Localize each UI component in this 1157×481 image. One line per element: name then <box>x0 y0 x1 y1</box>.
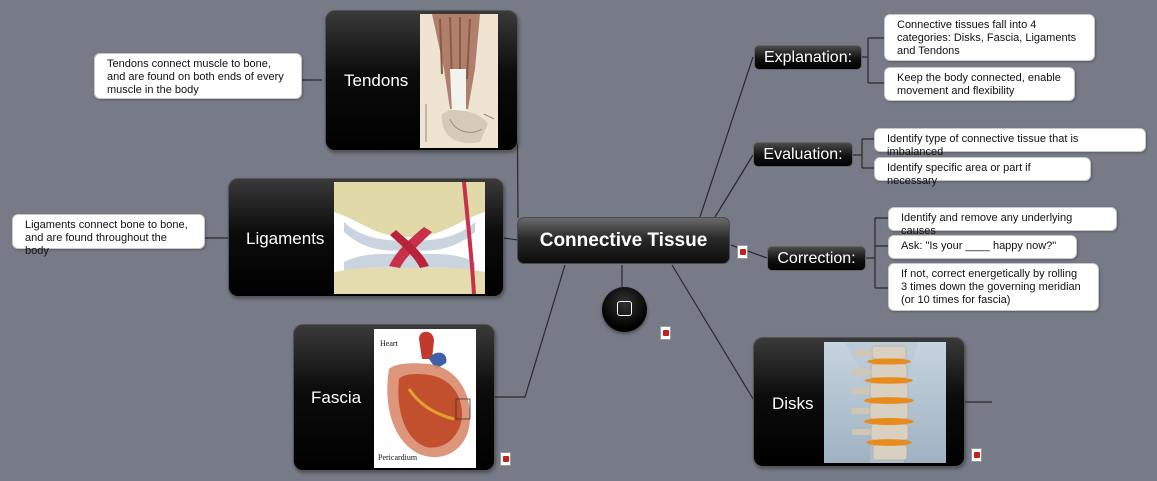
ligaments-note[interactable]: Ligaments connect bone to bone, and are … <box>12 214 205 257</box>
explanation-label: Explanation: <box>763 48 853 66</box>
connector-disks <box>671 264 756 403</box>
connector-ligaments <box>503 237 519 241</box>
correction-topic[interactable]: Correction: <box>767 246 866 271</box>
pdf-icon[interactable] <box>500 452 511 466</box>
heart-caption: Heart <box>380 339 398 348</box>
tendons-node[interactable]: Tendons <box>325 10 518 151</box>
tendons-note[interactable]: Tendons connect muscle to bone, and are … <box>94 53 302 99</box>
ligaments-label: Ligaments <box>246 229 325 248</box>
correction-note-2[interactable]: Ask: "Is your ____ happy now?" <box>888 235 1077 259</box>
central-topic[interactable]: Connective Tissue <box>517 217 730 264</box>
connector-fascia <box>495 264 566 398</box>
evaluation-note-1-text: Identify type of connective tissue that … <box>887 133 1079 158</box>
explanation-note-1-text: Connective tissues fall into 4 categorie… <box>897 19 1077 57</box>
explanation-note-2[interactable]: Keep the body connected, enable movement… <box>884 67 1075 101</box>
correction-note-3[interactable]: If not, correct energetically by rolling… <box>888 263 1099 311</box>
spine-disks-image <box>824 342 946 463</box>
correction-note-2-text: Ask: "Is your ____ happy now?" <box>901 240 1057 252</box>
disks-node[interactable]: Disks <box>753 337 965 467</box>
pdf-icon[interactable] <box>737 245 748 259</box>
explanation-note-2-text: Keep the body connected, enable movement… <box>897 72 1061 97</box>
tendons-label: Tendons <box>344 71 409 90</box>
fascia-label: Fascia <box>311 388 362 407</box>
evaluation-topic[interactable]: Evaluation: <box>753 142 853 167</box>
evaluation-note-1[interactable]: Identify type of connective tissue that … <box>874 128 1146 158</box>
correction-note-3-text: If not, correct energetically by rolling… <box>901 268 1081 306</box>
connector-explanation <box>699 56 754 218</box>
fascia-node[interactable]: Fascia Heart Pericardium <box>293 324 495 471</box>
tendon-anatomy-image <box>420 14 498 148</box>
pdf-icon[interactable] <box>971 448 982 462</box>
pericardium-caption: Pericardium <box>378 453 418 462</box>
correction-note-1-text: Identify and remove any underlying cause… <box>901 212 1073 237</box>
ligaments-node[interactable]: Ligaments <box>228 178 504 297</box>
correction-label: Correction: <box>777 249 856 267</box>
bracket-evaluation <box>853 138 874 169</box>
disks-label: Disks <box>772 394 814 413</box>
evaluation-note-2[interactable]: Identify specific area or part if necess… <box>874 157 1091 187</box>
connector-evaluation <box>714 154 754 218</box>
heart-pericardium-image: Heart Pericardium <box>374 329 476 468</box>
pdf-icon[interactable] <box>660 326 671 340</box>
floating-node-icon[interactable] <box>602 287 647 332</box>
evaluation-note-2-text: Identify specific area or part if necess… <box>887 162 1031 187</box>
ligaments-note-text: Ligaments connect bone to bone, and are … <box>25 219 188 257</box>
knee-ligament-image <box>334 182 485 294</box>
correction-note-1[interactable]: Identify and remove any underlying cause… <box>888 207 1117 237</box>
central-topic-label: Connective Tissue <box>539 229 708 251</box>
tendons-note-text: Tendons connect muscle to bone, and are … <box>107 58 284 96</box>
bracket-explanation <box>862 37 884 84</box>
evaluation-label: Evaluation: <box>763 145 843 163</box>
explanation-topic[interactable]: Explanation: <box>754 45 862 70</box>
explanation-note-1[interactable]: Connective tissues fall into 4 categorie… <box>884 14 1095 61</box>
bracket-correction <box>866 217 888 289</box>
